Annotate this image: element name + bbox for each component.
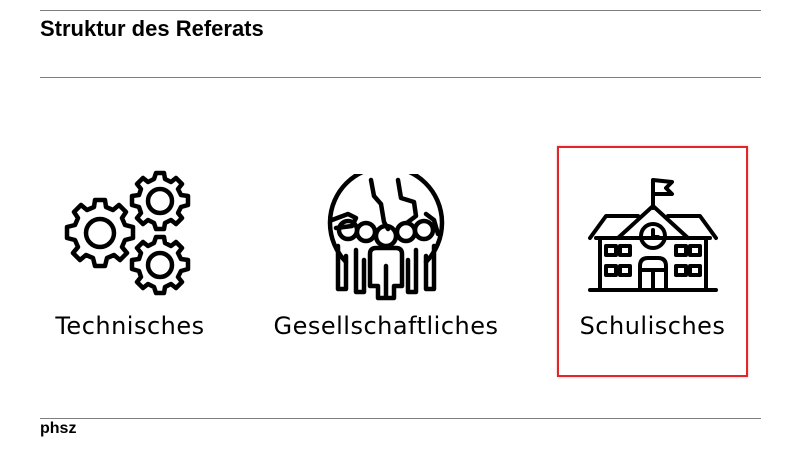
card-technisches[interactable]: Technisches — [40, 165, 220, 345]
card-schulisches[interactable]: Schulisches — [557, 146, 748, 377]
card-label: Gesellschaftliches — [273, 312, 499, 340]
gears-icon — [64, 170, 191, 296]
globe-people-icon — [327, 174, 445, 301]
top-rule — [40, 10, 761, 11]
card-gesellschaftliches[interactable]: Gesellschaftliches — [270, 170, 502, 345]
page-title: Struktur des Referats — [40, 16, 264, 41]
selection-highlight — [557, 146, 748, 377]
footer-brand: phsz — [40, 420, 77, 437]
title-rule — [40, 77, 761, 78]
footer-rule — [40, 418, 761, 419]
card-label: Technisches — [55, 312, 205, 340]
card-label: Schulisches — [579, 312, 726, 340]
school-building-icon — [588, 178, 718, 292]
